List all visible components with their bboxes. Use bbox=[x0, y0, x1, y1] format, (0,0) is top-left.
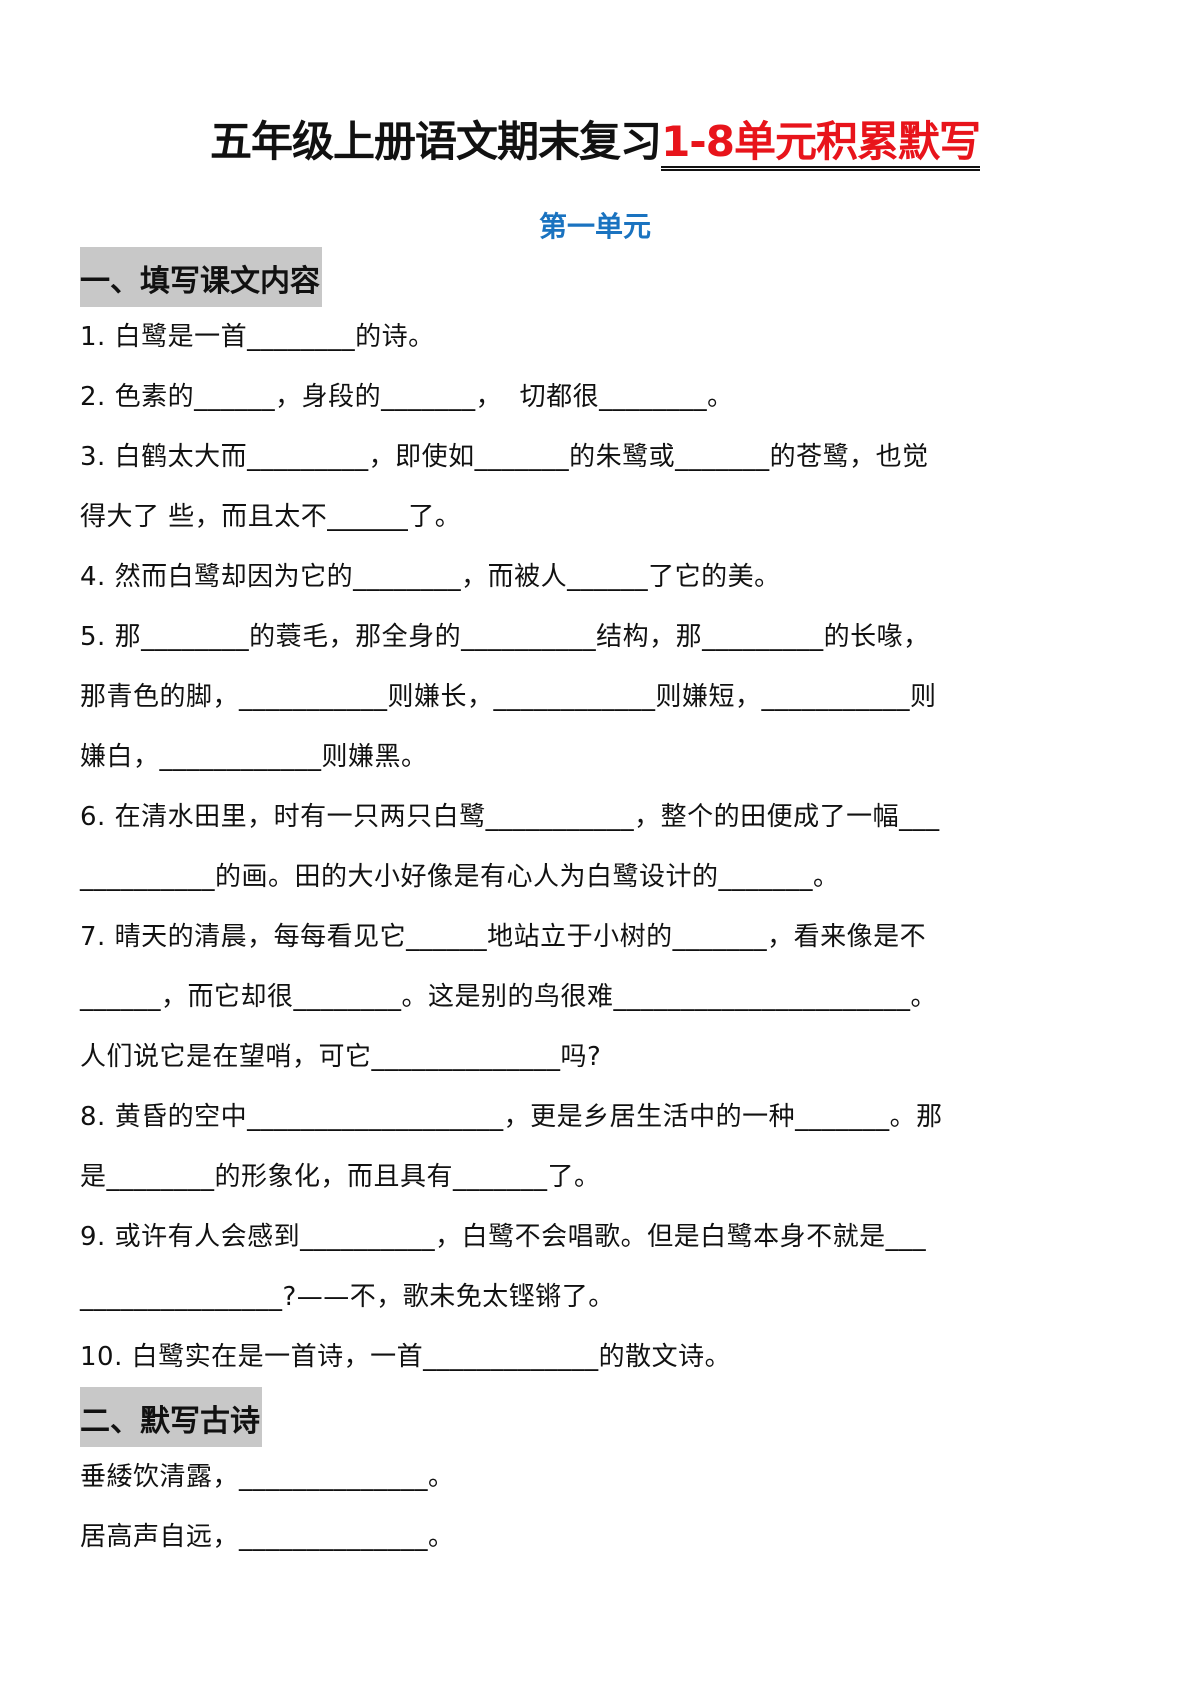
question-line: 那青色的脚，___________则嫌长，____________则嫌短，___… bbox=[80, 682, 937, 712]
question-line: 2. 色素的______，身段的_______， 切都很________。 bbox=[80, 382, 734, 412]
section-fill-in-lines: 1. 白鹭是一首________的诗。 2. 色素的______，身段的_____… bbox=[80, 307, 1110, 1387]
unit-heading: 第一单元 bbox=[538, 210, 651, 243]
section-heading-fill-in: 一、填写课文内容 bbox=[80, 247, 322, 307]
question-line: 4. 然而白鹭却因为它的________，而被人______了它的美。 bbox=[80, 562, 781, 592]
title-main: 五年级上册语文期末复习 bbox=[210, 117, 662, 166]
question-line: 得大了 些，而且太不______了。 bbox=[80, 502, 462, 532]
question-line: 是________的形象化，而且具有_______了。 bbox=[80, 1162, 601, 1192]
question-line: 8. 黄昏的空中___________________，更是乡居生活中的一种__… bbox=[80, 1102, 943, 1132]
question-line: 居高声自远，______________。 bbox=[80, 1522, 455, 1552]
title-highlight: 1-8单元积累默写 bbox=[661, 117, 981, 171]
question-line: 7. 晴天的清晨，每每看见它______地站立于小树的_______，看来像是不 bbox=[80, 922, 927, 952]
question-line: 3. 白鹤太大而_________，即使如_______的朱鹭或_______的… bbox=[80, 442, 929, 472]
worksheet-content: 一、填写课文内容 1. 白鹭是一首________的诗。 2. 色素的______… bbox=[80, 247, 1110, 1567]
question-line: 10. 白鹭实在是一首诗，一首_____________的散文诗。 bbox=[80, 1342, 732, 1372]
question-line: 9. 或许有人会感到__________，白鹭不会唱歌。但是白鹭本身不就是___ bbox=[80, 1222, 927, 1252]
question-line: 嫌白，____________则嫌黑。 bbox=[80, 742, 428, 772]
question-line: ______，而它却很________。这是别的鸟很难_____________… bbox=[80, 982, 938, 1012]
question-line: _______________?——不，歌未免太铿锵了。 bbox=[80, 1282, 615, 1312]
question-line: 人们说它是在望哨，可它______________吗? bbox=[80, 1042, 602, 1072]
page-title: 五年级上册语文期末复习1-8单元积累默写 bbox=[0, 108, 1190, 171]
section-poem-lines: 垂緌饮清露，______________。居高声自远，_____________… bbox=[80, 1447, 1110, 1567]
question-line: 垂緌饮清露，______________。 bbox=[80, 1462, 455, 1492]
question-line: 6. 在清水田里，时有一只两只白鹭___________，整个的田便成了一幅__… bbox=[80, 802, 940, 832]
question-line: __________的画。田的大小好像是有心人为白鹭设计的_______。 bbox=[80, 862, 840, 892]
question-line: 5. 那________的蓑毛，那全身的__________结构，那______… bbox=[80, 622, 930, 652]
section-heading-poem: 二、默写古诗 bbox=[80, 1387, 262, 1447]
question-line: 1. 白鹭是一首________的诗。 bbox=[80, 322, 435, 352]
